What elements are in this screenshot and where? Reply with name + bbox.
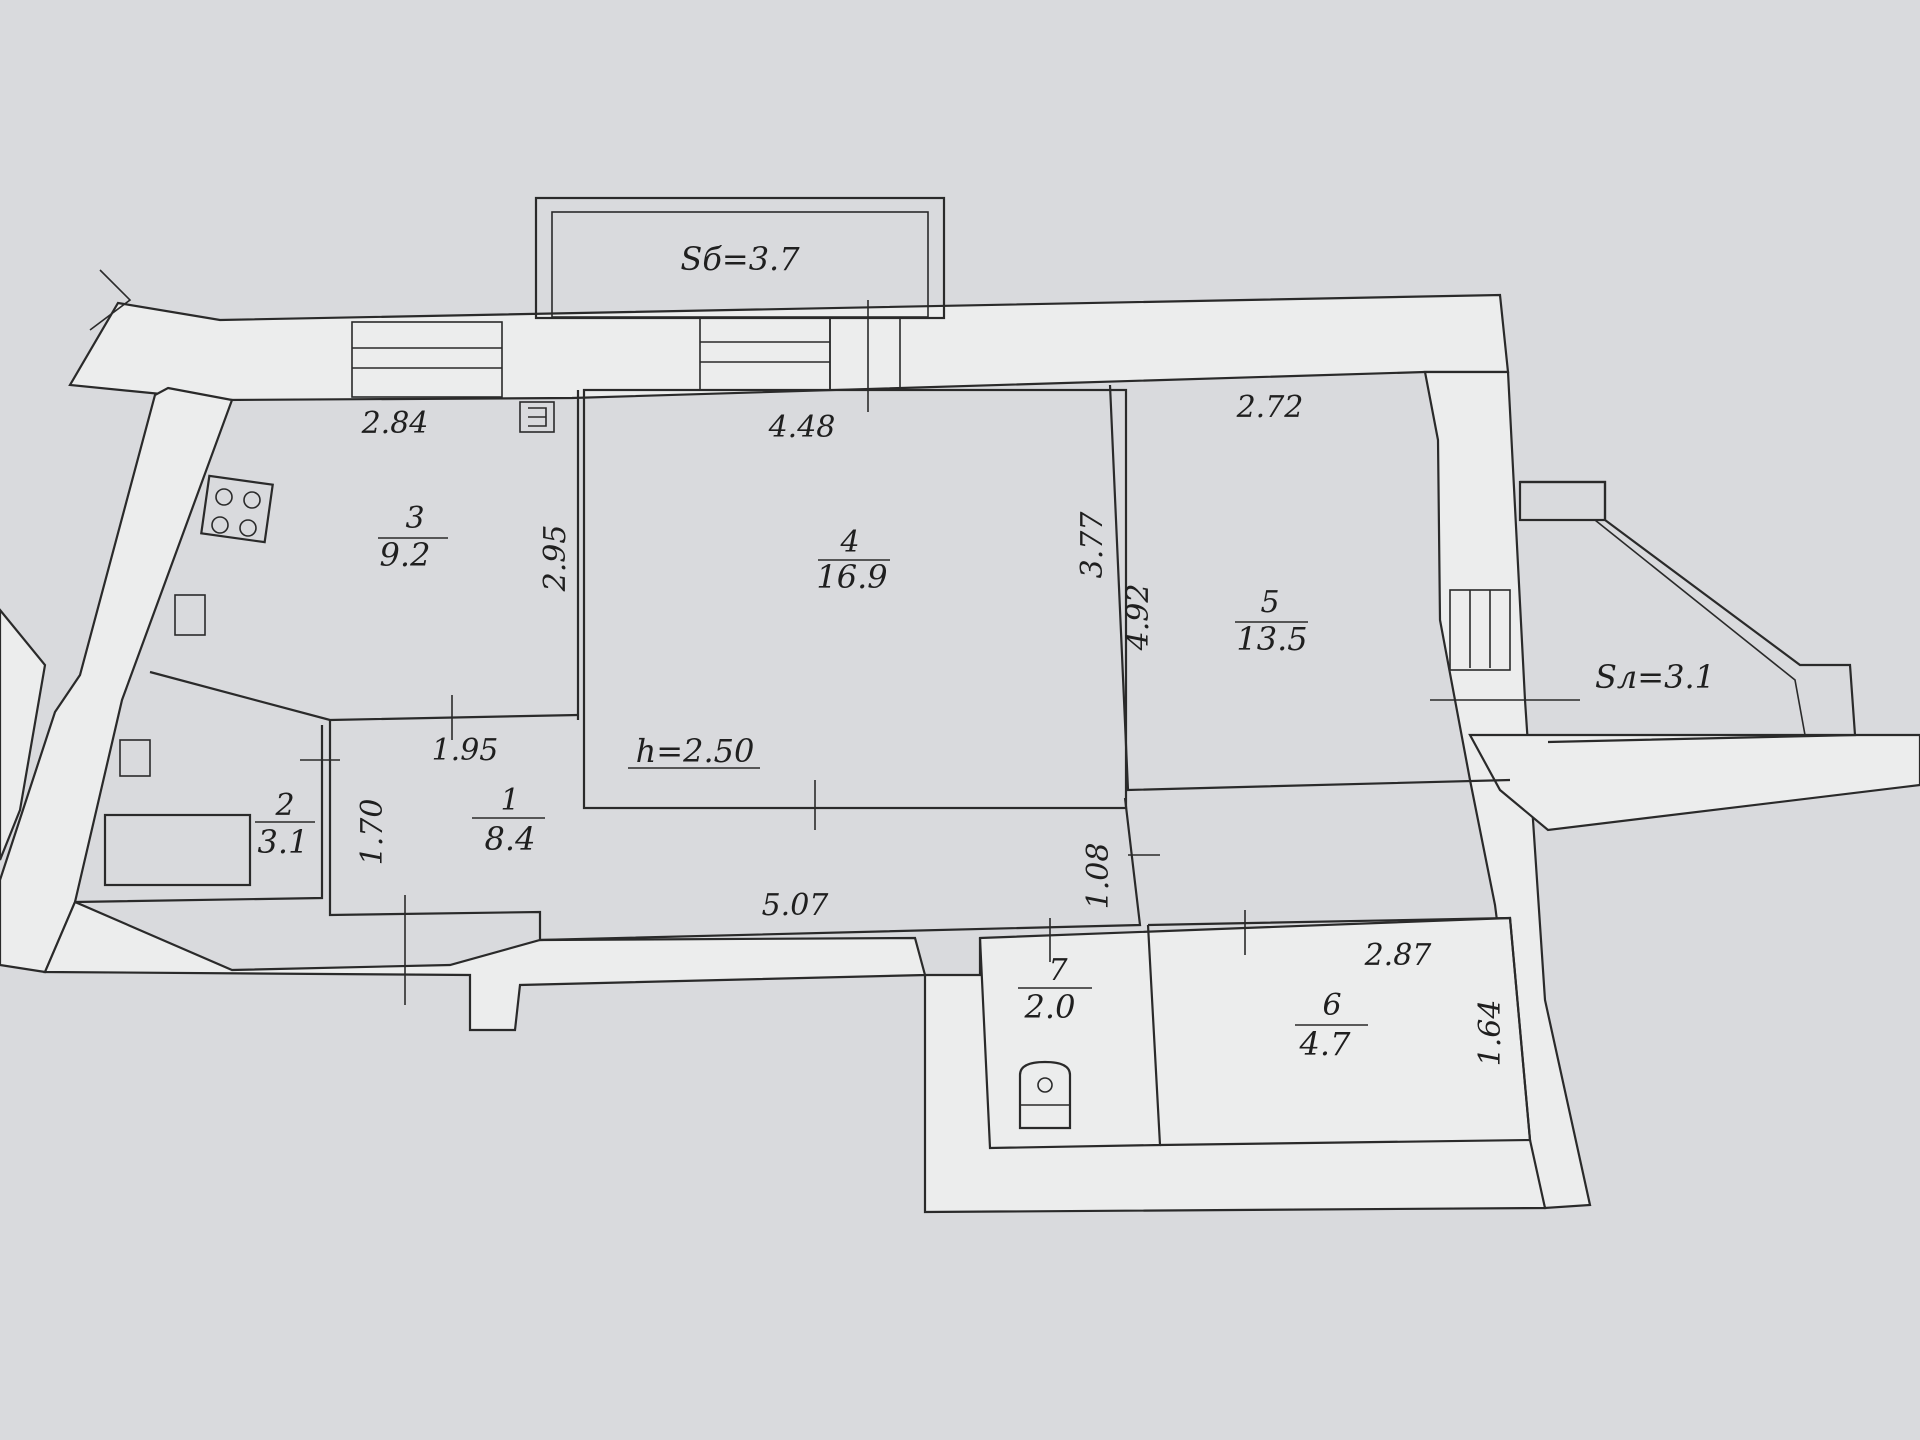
toilet-icon — [1018, 1060, 1072, 1130]
room-3-number: 3 — [405, 501, 424, 536]
right-outer-wall — [1468, 733, 1920, 832]
bottom-left-wall — [43, 900, 927, 1032]
labels: Sб=3.7 Sл=3.1 3 9.2 4 16.9 5 13.5 1 8.4 … — [255, 240, 1715, 1066]
door-marks — [89, 269, 1580, 1005]
dim-corridor-length: 5.07 — [762, 888, 830, 923]
room-5-outline — [1108, 384, 1511, 792]
vent-icon — [519, 401, 555, 433]
left-outer-wall — [0, 608, 47, 861]
kitchen-partition — [149, 670, 579, 722]
dim-corridor-width: 1.08 — [1081, 843, 1116, 910]
dim-hall-width: 1.95 — [432, 733, 499, 768]
hall-outline — [328, 720, 1142, 942]
room-4-number: 4 — [839, 525, 859, 560]
loggia — [1518, 480, 1857, 744]
balcony-area-label: Sб=3.7 — [680, 240, 800, 278]
room-1-area: 8.4 — [485, 820, 536, 858]
dim-room5-width: 2.72 — [1236, 390, 1304, 425]
room-6-outline — [1147, 916, 1532, 1147]
top-wall — [68, 293, 1510, 402]
room-7-number: 7 — [1048, 953, 1068, 988]
room-2-area: 3.1 — [258, 823, 309, 861]
dim-kitchen-depth: 2.95 — [538, 525, 573, 593]
room-5-area: 13.5 — [1236, 620, 1307, 658]
ceiling-height-label: h=2.50 — [636, 732, 755, 770]
room-4-area: 16.9 — [816, 558, 887, 596]
loggia-area-label: Sл=3.1 — [1595, 658, 1715, 696]
left-wall — [0, 386, 234, 974]
dim-room4-depth: 3.77 — [1075, 511, 1110, 579]
dim-kitchen-width: 2.84 — [361, 406, 429, 441]
room-2-number: 2 — [274, 788, 294, 823]
dim-hall-depth: 1.70 — [355, 799, 390, 866]
bathtub-icon — [103, 813, 252, 887]
sink-icon — [119, 594, 206, 777]
room-1-number: 1 — [500, 783, 519, 818]
room-5-number: 5 — [1260, 585, 1279, 620]
room-3-area: 9.2 — [380, 536, 431, 574]
windows — [351, 317, 1511, 671]
walls — [0, 293, 1920, 1214]
room-2-outline — [74, 725, 324, 904]
dim-room5-depth: 4.92 — [1121, 584, 1156, 652]
room-7-area: 2.0 — [1024, 988, 1076, 1026]
room-6-area: 4.7 — [1299, 1025, 1352, 1063]
room-6-number: 6 — [1322, 988, 1341, 1023]
room-7-outline — [978, 924, 1162, 1150]
bottom-wall — [923, 916, 1547, 1214]
partitions — [74, 384, 1532, 1150]
dim-room4-width: 4.48 — [768, 410, 836, 445]
dim-room6-width: 2.87 — [1364, 938, 1433, 973]
stove-icon — [200, 474, 274, 544]
dim-room6-depth: 1.64 — [1473, 1000, 1508, 1067]
